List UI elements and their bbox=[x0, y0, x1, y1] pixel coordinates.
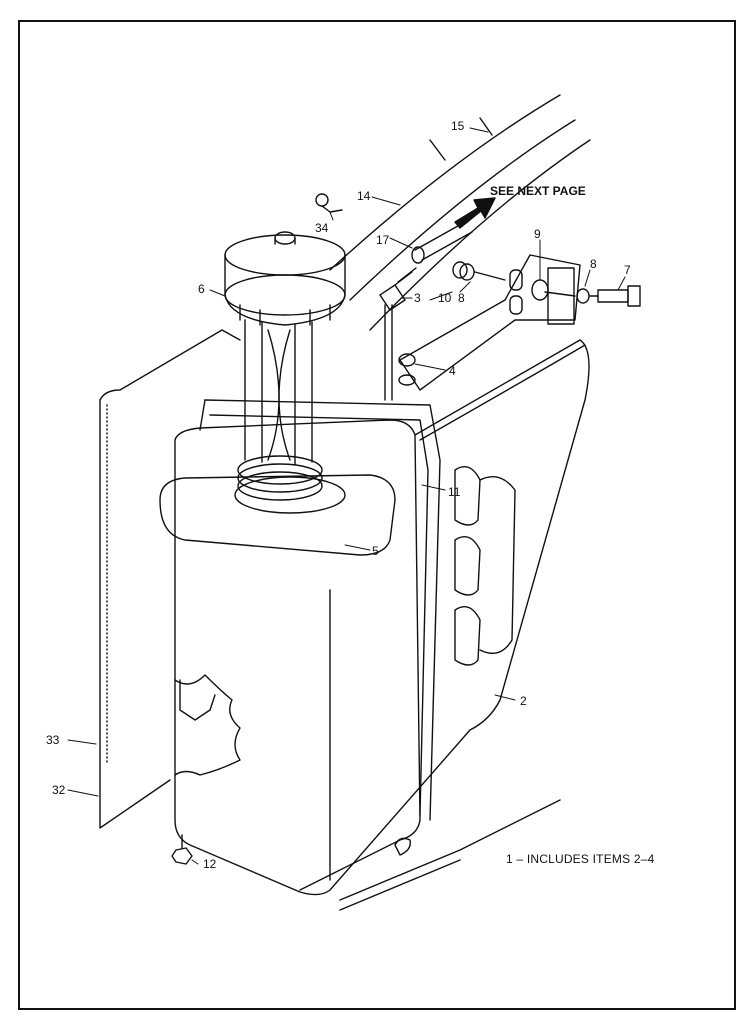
label-4: 4 bbox=[449, 364, 456, 378]
shield-panel bbox=[99, 329, 241, 829]
next-page-arrow bbox=[454, 197, 496, 229]
label-9: 9 bbox=[534, 227, 541, 241]
nut-item-12 bbox=[171, 834, 193, 865]
label-34: 34 bbox=[315, 221, 329, 235]
part-labels: 15 14 34 17 6 3 10 8 9 8 7 4 11 5 2 33 3… bbox=[46, 119, 631, 871]
screw-item-34 bbox=[315, 193, 343, 213]
label-2: 2 bbox=[520, 694, 527, 708]
label-5: 5 bbox=[372, 544, 379, 558]
see-next-page-label: SEE NEXT PAGE bbox=[490, 184, 586, 198]
mounting-bracket bbox=[399, 254, 581, 391]
label-8-left: 8 bbox=[458, 291, 465, 305]
nut-item-4 bbox=[398, 353, 416, 386]
label-33: 33 bbox=[46, 733, 60, 747]
diagram-frame bbox=[18, 20, 736, 1010]
label-11: 11 bbox=[448, 485, 461, 499]
label-6: 6 bbox=[198, 282, 205, 296]
label-14: 14 bbox=[357, 189, 371, 203]
label-12: 12 bbox=[203, 857, 217, 871]
label-15: 15 bbox=[451, 119, 465, 133]
leader-lines bbox=[67, 127, 626, 865]
filler-neck bbox=[237, 455, 323, 501]
includes-note: 1 – INCLUDES ITEMS 2–4 bbox=[506, 852, 655, 866]
bolt-assembly bbox=[452, 261, 641, 307]
label-17: 17 bbox=[376, 233, 390, 247]
tank-strap bbox=[199, 399, 441, 821]
frame-rail bbox=[329, 94, 591, 331]
label-10: 10 bbox=[438, 291, 452, 305]
label-8-right: 8 bbox=[590, 257, 597, 271]
fuel-cap bbox=[224, 231, 346, 326]
label-32: 32 bbox=[52, 783, 66, 797]
label-7: 7 bbox=[624, 263, 631, 277]
tank-gasket bbox=[159, 474, 396, 556]
sender-tubes bbox=[244, 319, 313, 466]
label-3: 3 bbox=[414, 291, 421, 305]
fuel-hose bbox=[411, 221, 473, 264]
vent-fitting bbox=[379, 267, 417, 401]
fuel-tank-body bbox=[174, 339, 590, 911]
